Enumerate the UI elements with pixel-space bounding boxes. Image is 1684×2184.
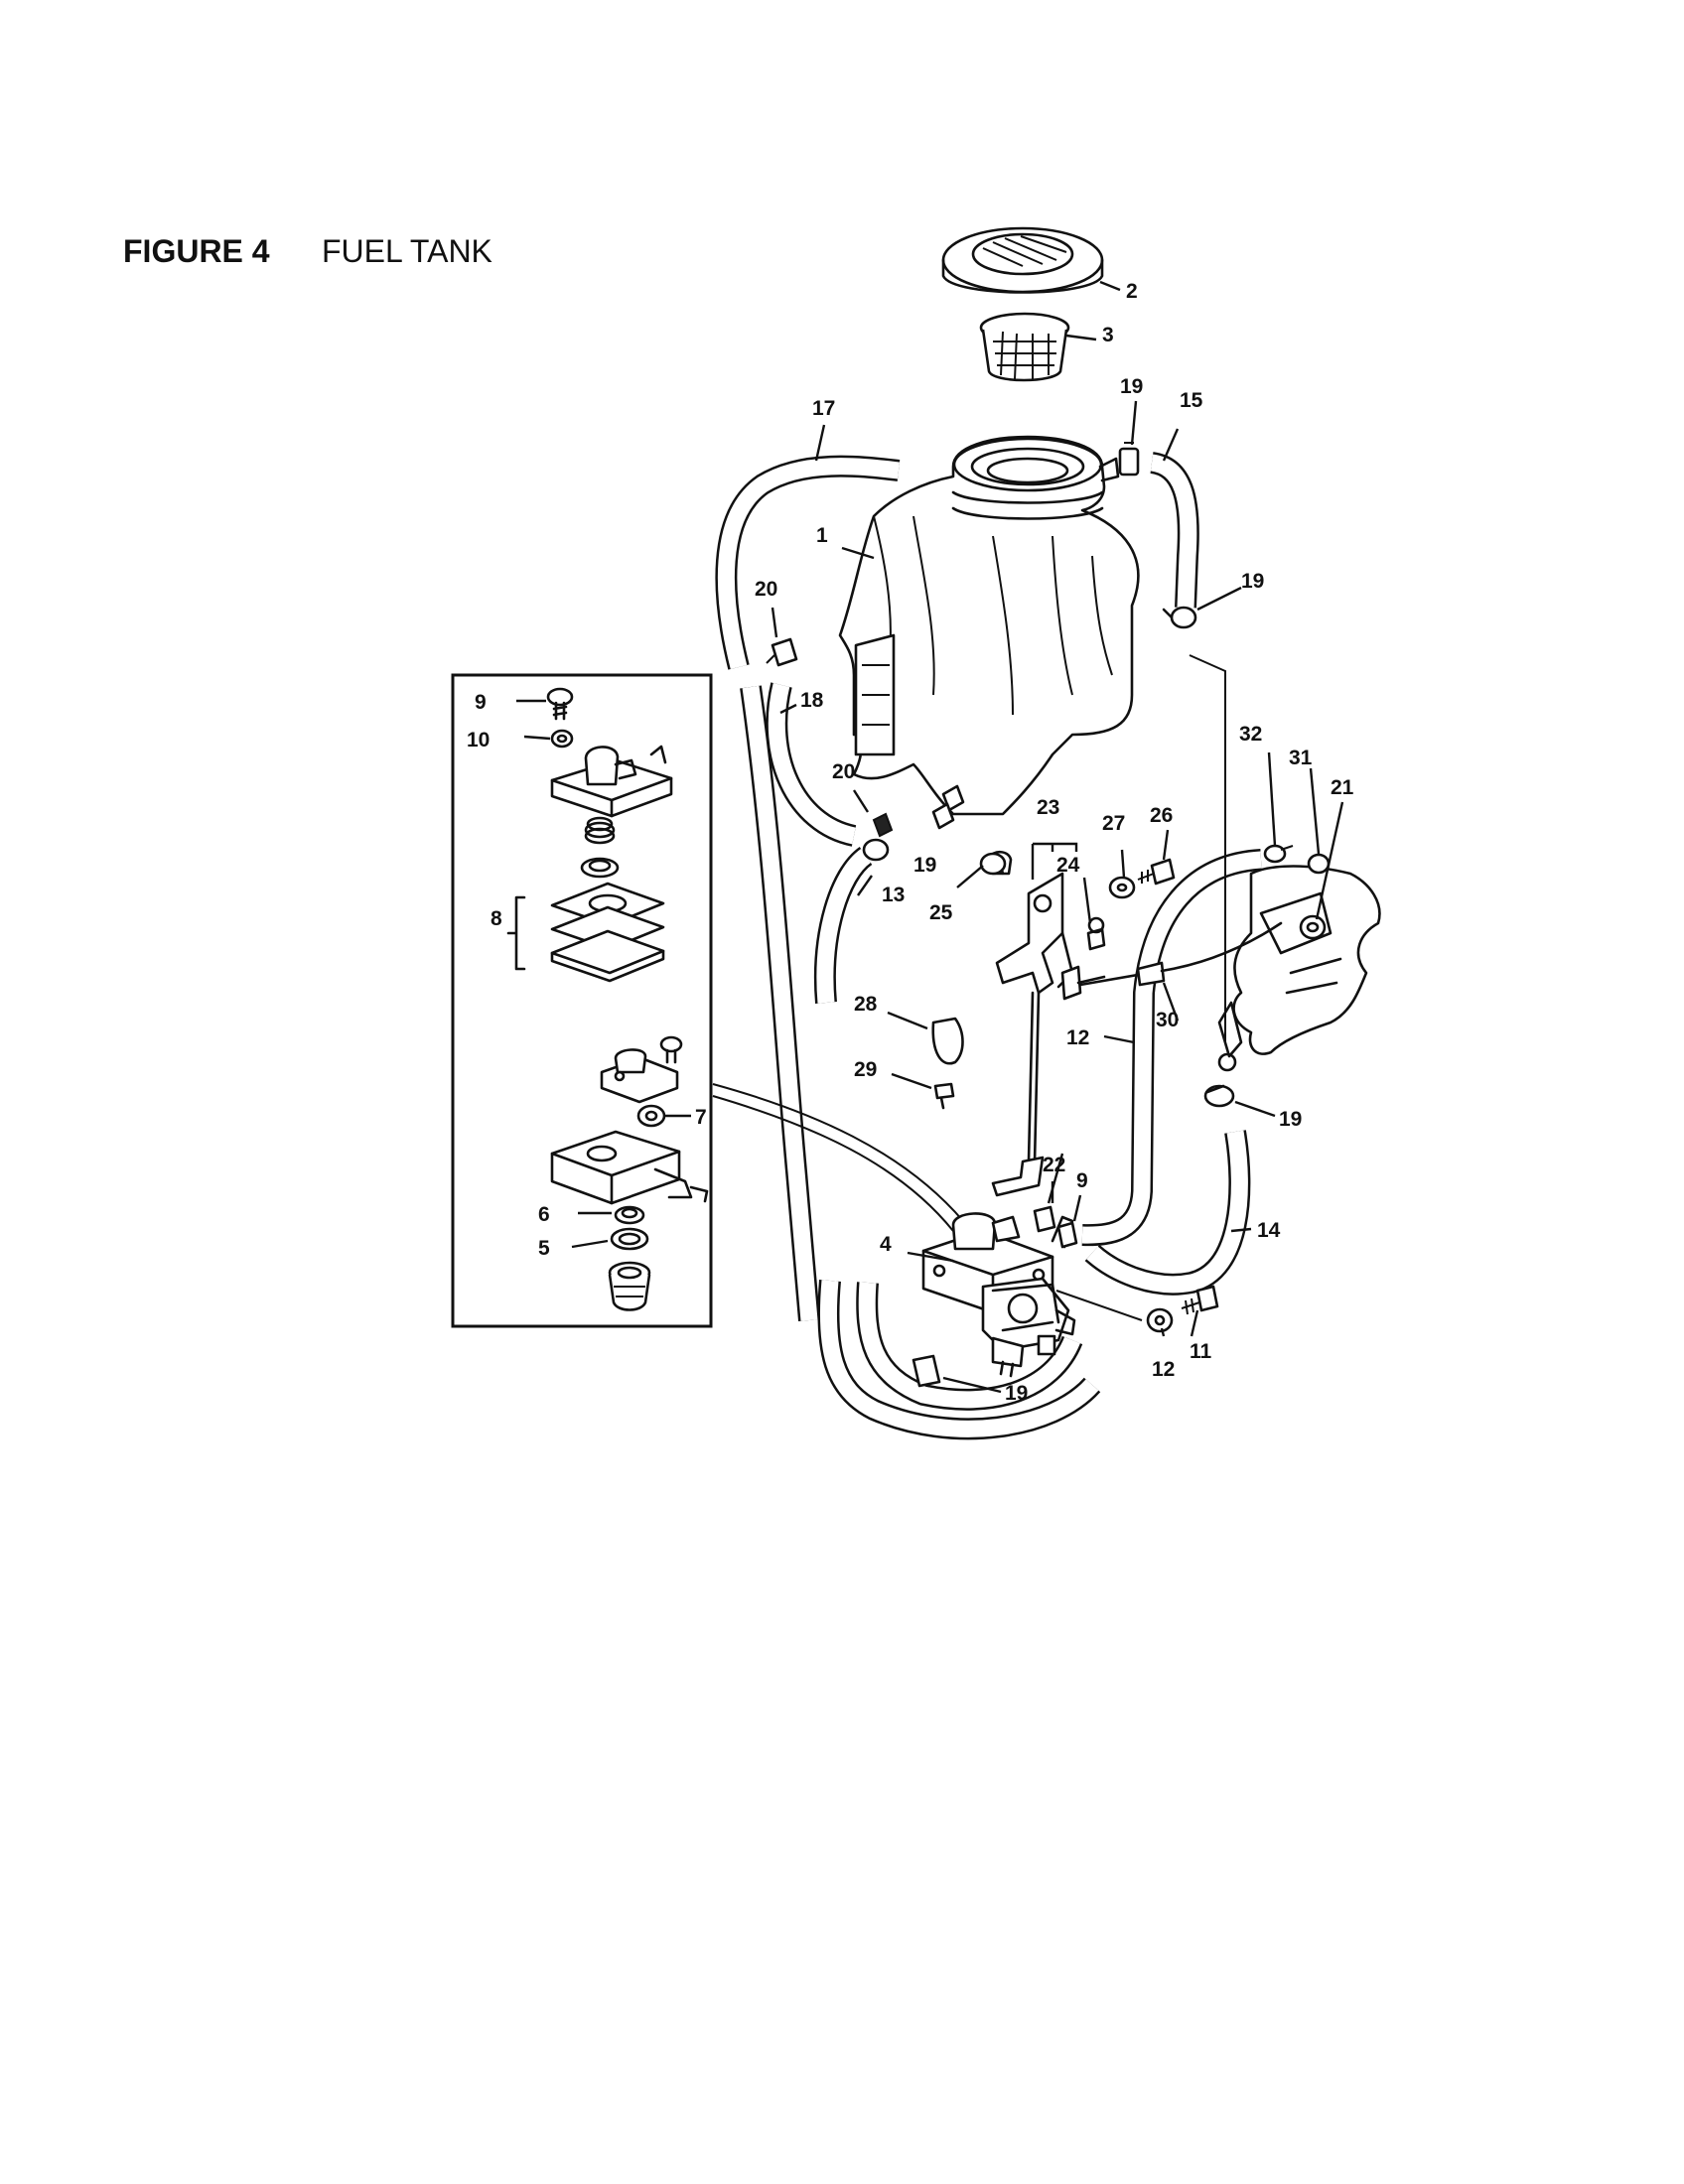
leader-lines	[516, 280, 1344, 1394]
clip-29	[933, 1082, 955, 1110]
callout-7: 7	[695, 1106, 707, 1129]
callout-3: 3	[1102, 324, 1114, 346]
callout-4: 4	[880, 1233, 892, 1256]
pump-base-inset	[550, 1130, 709, 1205]
callout-labels: 2 3 17 19 15 1 19 20 18 9 10 32 31 21 20…	[467, 280, 1354, 1405]
clamp-19-right	[1162, 606, 1197, 629]
vent-line	[1189, 654, 1226, 1042]
callout-22: 22	[1043, 1154, 1065, 1176]
fuel-pump-inset	[451, 673, 713, 1328]
callout-5: 5	[538, 1237, 550, 1260]
callout-1: 1	[816, 524, 828, 547]
o-ring-6-inset	[614, 1205, 645, 1225]
carburetor-4	[921, 1212, 1076, 1378]
callout-30: 30	[1156, 1009, 1179, 1031]
engine-block	[1217, 865, 1381, 1072]
gasket-7-inset	[636, 1104, 666, 1128]
diaphragm-set-8	[550, 882, 665, 983]
callout-8: 8	[491, 907, 502, 930]
callout-12: 12	[1152, 1358, 1175, 1381]
callout-9-inset: 9	[475, 691, 487, 714]
seal-inset	[580, 857, 620, 879]
hose-return-loop	[817, 1280, 1101, 1440]
clamp-19-lower-right	[1203, 1084, 1235, 1108]
screw-26	[1137, 858, 1176, 886]
callout-20-lower: 20	[832, 760, 855, 783]
callout-21: 21	[1331, 776, 1354, 799]
clamp-19-hose-joint	[862, 838, 890, 862]
pump-cover-inset	[550, 745, 673, 818]
fuel-strainer	[979, 312, 1070, 382]
callout-19-bottom: 19	[1005, 1382, 1028, 1405]
callout-26: 26	[1150, 804, 1173, 827]
nut-25	[979, 852, 1007, 876]
callout-16: 15	[1180, 389, 1203, 412]
callout-19-joint: 19	[913, 854, 936, 877]
callout-2: 2	[1126, 280, 1138, 303]
fitting-22	[1033, 1205, 1056, 1233]
callout-29: 29	[854, 1058, 877, 1081]
clamp-19-bottom	[912, 1354, 941, 1388]
washer-12	[1146, 1307, 1174, 1333]
callout-18: 18	[800, 689, 824, 712]
callout-28: 28	[854, 993, 878, 1016]
callout-13: 12	[1066, 1026, 1089, 1049]
callout-20-upper: 20	[755, 578, 777, 601]
callout-10-inset: 10	[467, 729, 490, 751]
hose-17	[715, 455, 901, 1321]
bolt-leader-line	[1055, 1290, 1143, 1321]
fitting-31	[1307, 853, 1331, 875]
fitting-32	[1263, 844, 1294, 864]
figure-title: FUEL TANK	[322, 233, 492, 269]
washer-10-inset	[550, 729, 574, 749]
callout-23: 23	[1037, 796, 1059, 819]
callout-15: 14	[1257, 1219, 1281, 1242]
spring-inset	[584, 816, 616, 845]
hose-14	[814, 846, 873, 1004]
washer-27	[1108, 876, 1136, 899]
screw-24	[1086, 916, 1106, 951]
callout-24: 24	[1056, 854, 1080, 877]
hose-18	[766, 682, 857, 847]
callout-19-top: 19	[1120, 375, 1143, 398]
callout-19-right: 19	[1241, 570, 1264, 593]
bracket-8	[506, 895, 526, 971]
hose-15	[1084, 1130, 1251, 1296]
choke-knob-28	[931, 1017, 964, 1065]
callout-11: 11	[1190, 1340, 1212, 1363]
fitting-9-main	[1056, 1221, 1078, 1249]
bolt-11	[1181, 1285, 1219, 1315]
pump-body-inset	[600, 1035, 683, 1104]
callout-6: 6	[538, 1203, 550, 1226]
hose-16	[1149, 452, 1199, 609]
callout-31: 31	[1289, 747, 1313, 769]
callout-14: 13	[882, 884, 905, 906]
callout-27: 27	[1102, 812, 1125, 835]
screw-9-inset	[546, 687, 574, 721]
throttle-cable-30	[1078, 921, 1283, 987]
callout-19-lower-right: 19	[1279, 1108, 1302, 1131]
choke-linkage	[987, 850, 1106, 1197]
callout-25: 25	[929, 901, 953, 924]
seal-5-inset	[610, 1227, 649, 1251]
fuel-tank	[838, 435, 1140, 830]
clamp-20-upper	[766, 637, 798, 667]
cup-inset	[608, 1261, 651, 1311]
callout-32: 32	[1239, 723, 1262, 746]
figure-number: FIGURE 4	[123, 233, 270, 269]
clamp-20-lower	[872, 812, 894, 838]
fitting-21	[1299, 914, 1327, 940]
fuel-cap	[941, 226, 1104, 294]
clamp-19-top	[1118, 442, 1140, 477]
callout-9-main: 9	[1076, 1169, 1088, 1192]
callout-17: 17	[812, 397, 835, 420]
inset-connector-line	[712, 1083, 964, 1232]
